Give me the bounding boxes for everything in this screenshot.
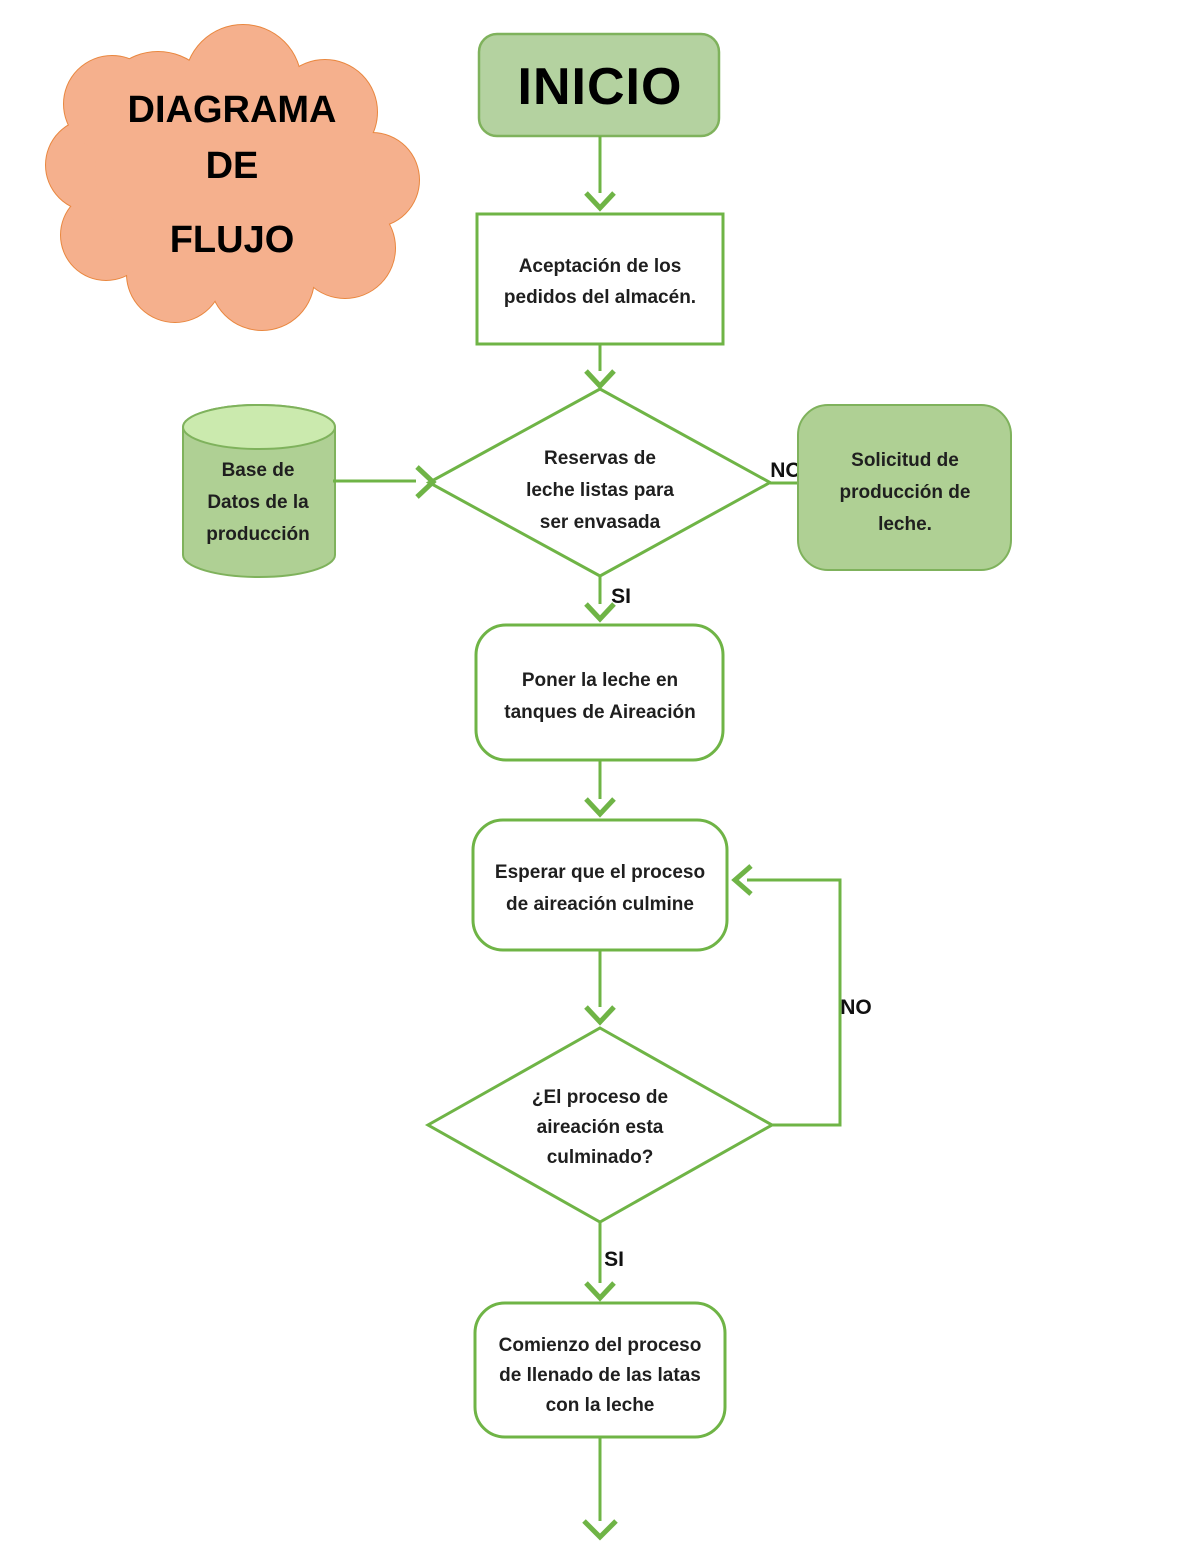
solicitud-line1: Solicitud de: [851, 450, 959, 471]
label-si-reservas: SI: [611, 585, 631, 608]
poner-box: Poner la leche en tanques de Aireación: [474, 623, 725, 762]
comienzo-line3: con la leche: [546, 1395, 655, 1416]
decision-reservas-diamond: Reservas de leche listas para ser envasa…: [425, 387, 774, 578]
label-si-culminado: SI: [604, 1248, 624, 1271]
solicitud-line2: producción de: [840, 482, 971, 503]
culminado-line3: culminado?: [547, 1147, 654, 1168]
poner-line2: tanques de Aireación: [504, 702, 695, 723]
reservas-line2: leche listas para: [526, 480, 674, 501]
culminado-line2: aireación esta: [537, 1117, 664, 1138]
process-aceptacion-box: Aceptación de los pedidos del almacén.: [475, 212, 725, 346]
aceptacion-line2: pedidos del almacén.: [504, 287, 696, 308]
culminado-line1: ¿El proceso de: [532, 1087, 668, 1108]
start-node-label: INICIO: [518, 58, 683, 116]
comienzo-line1: Comienzo del proceso: [499, 1335, 702, 1356]
arrow-database-to-reservas: [333, 465, 437, 499]
arrow-culminado-no-loop: NO: [731, 864, 872, 1127]
cloud-title-line2: DE: [206, 145, 259, 187]
arrow-aceptacion-to-reservas: [584, 344, 616, 390]
esperar-line2: de aireación culmine: [506, 894, 694, 915]
arrow-inicio-to-aceptacion: [584, 136, 616, 212]
reservas-line1: Reservas de: [544, 448, 656, 469]
decision-culminado-diamond: ¿El proceso de aireación esta culminado?: [424, 1026, 776, 1224]
arrow-poner-to-esperar: [584, 760, 616, 818]
label-no-culminado: NO: [840, 996, 872, 1019]
esperar-line1: Esperar que el proceso: [495, 862, 705, 883]
label-no-reservas: NO: [770, 459, 802, 482]
arrow-culminado-si: SI: [584, 1222, 624, 1302]
base-datos-line3: producción: [206, 524, 309, 545]
title-cloud: DIAGRAMA DE FLUJO: [45, 24, 420, 331]
aceptacion-line1: Aceptación de los: [519, 256, 682, 277]
arrow-esperar-to-culminado: [584, 950, 616, 1026]
cloud-body: [46, 25, 419, 330]
poner-line1: Poner la leche en: [522, 670, 678, 691]
solicitud-line3: leche.: [878, 514, 932, 535]
comienzo-line2: de llenado de las latas: [499, 1365, 701, 1386]
base-datos-line1: Base de: [222, 460, 295, 481]
base-datos-line2: Datos de la: [207, 492, 309, 513]
start-node: INICIO: [477, 32, 721, 138]
arrow-comienzo-continue: [582, 1437, 618, 1541]
database-cylinder: Base de Datos de la producción: [182, 404, 336, 578]
solicitud-box: Solicitud de producción de leche.: [797, 404, 1012, 571]
arrow-reservas-si: SI: [584, 576, 631, 623]
comienzo-box: Comienzo del proceso de llenado de las l…: [473, 1301, 727, 1439]
cloud-title-line3: FLUJO: [170, 219, 295, 261]
cloud-title-line1: DIAGRAMA: [128, 89, 337, 131]
reservas-line3: ser envasada: [540, 512, 661, 533]
esperar-box: Esperar que el proceso de aireación culm…: [471, 818, 729, 952]
